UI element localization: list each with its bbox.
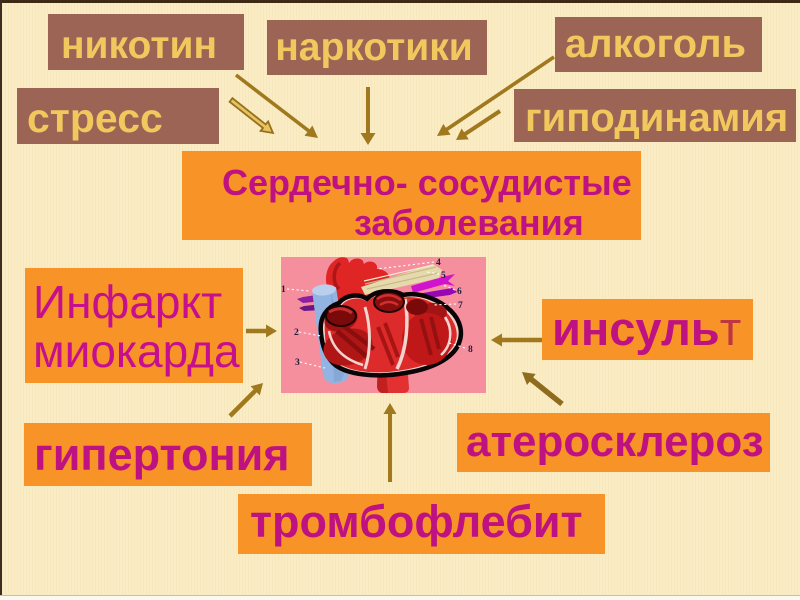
svg-text:1: 1 bbox=[281, 285, 286, 295]
svg-text:2: 2 bbox=[294, 328, 299, 338]
svg-text:3: 3 bbox=[295, 358, 300, 368]
svg-text:8: 8 bbox=[468, 345, 473, 355]
svg-text:4: 4 bbox=[436, 258, 441, 268]
svg-text:6: 6 bbox=[457, 287, 462, 297]
svg-text:5: 5 bbox=[441, 271, 446, 281]
svg-text:7: 7 bbox=[458, 301, 463, 311]
